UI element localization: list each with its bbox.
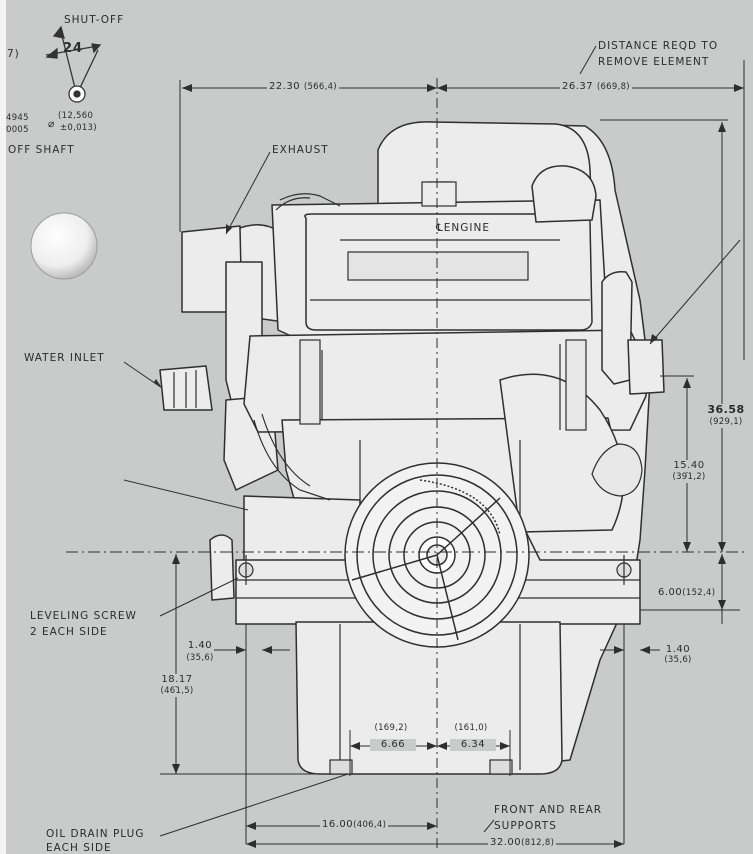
dim-height: 36.58 bbox=[700, 403, 752, 417]
engine-centerline-label: ℄ENGINE bbox=[436, 222, 490, 234]
dim-drain-right: 6.34 bbox=[450, 739, 496, 751]
supports-label-1: FRONT AND REAR bbox=[494, 804, 603, 816]
dim-upper: 15.40 bbox=[664, 460, 714, 472]
dim-base-height: 18.17 bbox=[150, 674, 204, 686]
dim-right-offset-mm: (35,6) bbox=[664, 655, 692, 665]
shutoff-label: SHUT-OFF bbox=[64, 14, 125, 26]
arrowheads bbox=[154, 84, 744, 848]
oil-drain-label-2: EACH SIDE bbox=[46, 842, 112, 854]
dim-drain-left: 6.66 bbox=[370, 739, 416, 751]
dim-left-width-value: 22.30 bbox=[269, 81, 301, 92]
dim-drain-right-mm: (161,0) bbox=[454, 723, 488, 733]
dim-left-width: 22.30 (566,4) bbox=[267, 81, 339, 93]
shutoff-dia-left-1: 4945 bbox=[6, 113, 29, 123]
diameter-icon: ⌀ bbox=[48, 118, 56, 130]
dim-right-width-mm: (669,8) bbox=[596, 82, 630, 92]
engine-body bbox=[159, 121, 665, 775]
dim-left-offset: 1.40 bbox=[187, 640, 213, 651]
dim-half-base-mm: (406,4) bbox=[353, 820, 387, 830]
shutoff-dia-right-1: (12,560 bbox=[58, 111, 94, 121]
dim-half-base-value: 16.00 bbox=[322, 819, 354, 830]
dim-half-base: 16.00(406,4) bbox=[320, 819, 389, 831]
punch-hole bbox=[30, 212, 98, 280]
dim-left-width-mm: (566,4) bbox=[303, 82, 337, 92]
shutoff-shaft: OFF SHAFT bbox=[8, 144, 75, 156]
sheet-edge bbox=[0, 0, 6, 854]
dim-foot-height-mm: (152,4) bbox=[682, 588, 716, 598]
shutoff-edge-fragment: 7) bbox=[7, 48, 20, 60]
water-inlet-label: WATER INLET bbox=[24, 352, 105, 364]
dim-full-base: 32.00(812,8) bbox=[488, 837, 557, 849]
shutoff-angle: 24 bbox=[63, 41, 84, 56]
distance-label-1: DISTANCE REQD TO bbox=[598, 40, 719, 52]
dim-foot-height: 6.00(152,4) bbox=[656, 587, 718, 599]
dim-base-height-mm: (461,5) bbox=[150, 686, 204, 697]
leveling-screw-label-2: 2 EACH SIDE bbox=[30, 626, 108, 638]
dim-right-offset: 1.40 bbox=[665, 644, 691, 655]
leveling-screw-label-1: LEVELING SCREW bbox=[30, 610, 137, 622]
exhaust-label: EXHAUST bbox=[272, 144, 329, 156]
dim-full-base-value: 32.00 bbox=[490, 837, 522, 848]
shutoff-dia-right-2: ±0,013) bbox=[60, 123, 97, 133]
shutoff-detail bbox=[45, 25, 102, 103]
shutoff-dia-left-2: 0005 bbox=[6, 125, 29, 135]
dim-upper-mm: (391,2) bbox=[664, 472, 714, 483]
distance-label-2: REMOVE ELEMENT bbox=[598, 56, 710, 68]
dim-height-mm: (929,1) bbox=[700, 417, 752, 428]
dim-foot-height-value: 6.00 bbox=[658, 587, 683, 598]
oil-drain-label-1: OIL DRAIN PLUG bbox=[46, 828, 145, 840]
flywheel bbox=[344, 462, 530, 648]
dim-left-offset-mm: (35,6) bbox=[186, 653, 214, 663]
engine-details bbox=[173, 181, 643, 775]
dim-right-width-value: 26.37 bbox=[562, 81, 594, 92]
dim-drain-left-mm: (169,2) bbox=[374, 723, 408, 733]
dim-full-base-mm: (812,8) bbox=[521, 838, 555, 848]
dim-right-width: 26.37 (669,8) bbox=[560, 81, 632, 93]
supports-label-2: SUPPORTS bbox=[494, 820, 557, 832]
